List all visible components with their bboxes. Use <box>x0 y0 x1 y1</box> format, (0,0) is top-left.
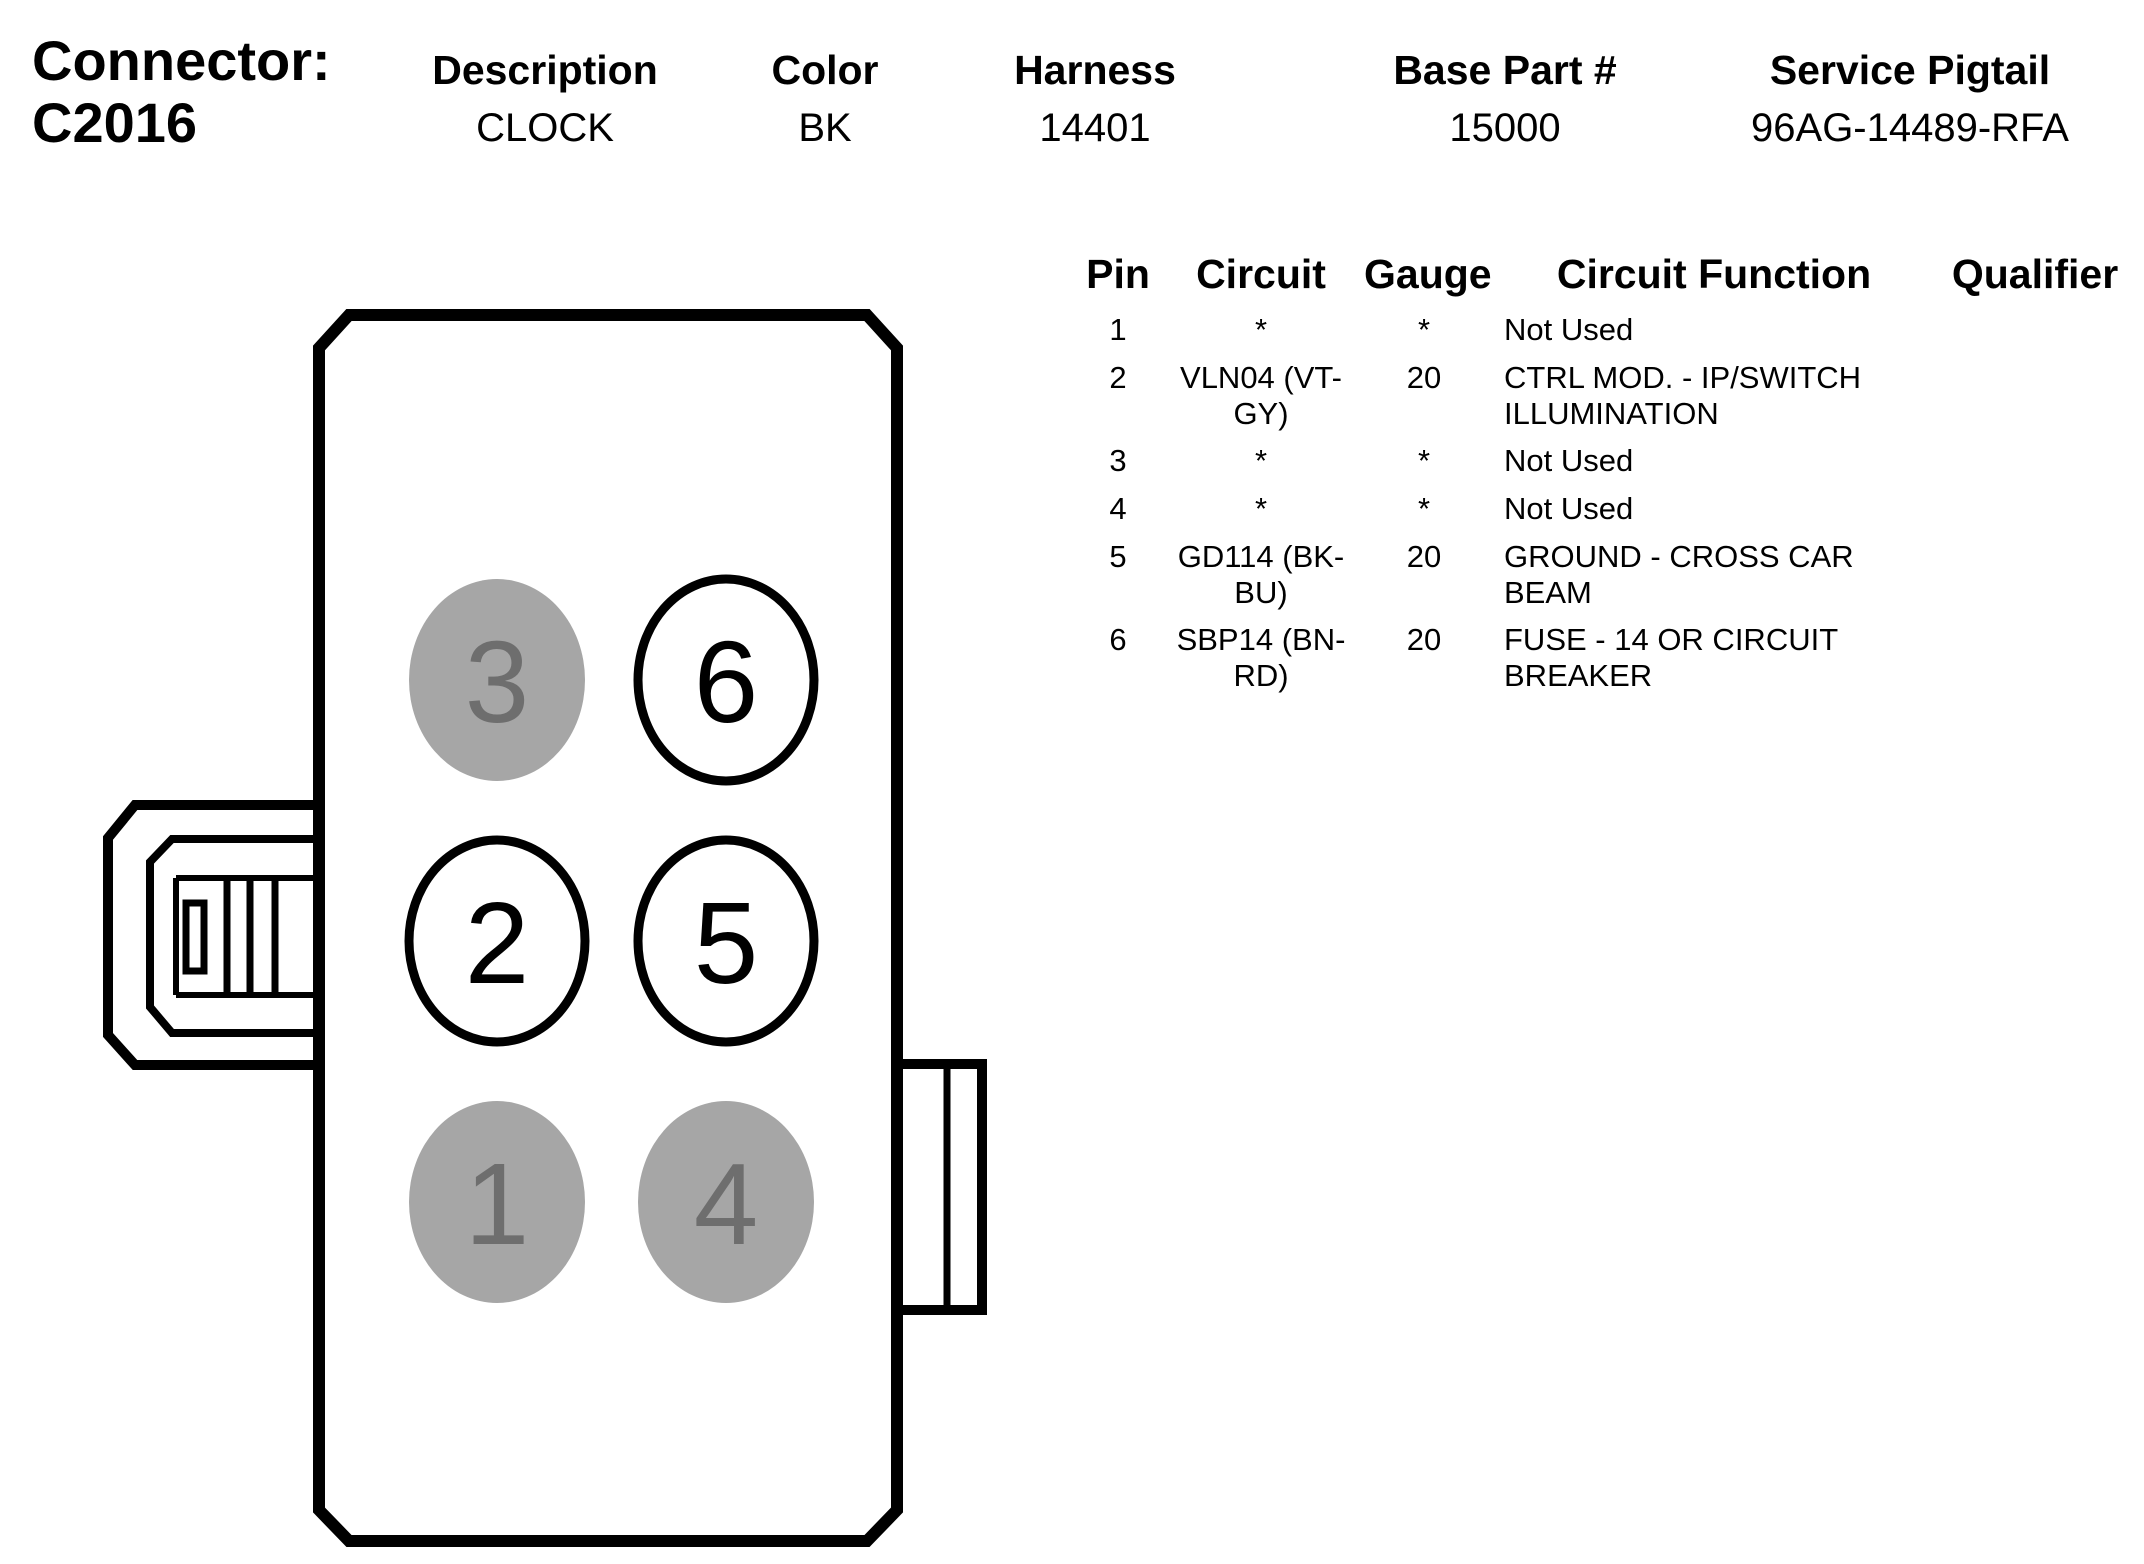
col-header-circuit-function: Circuit Function <box>1556 251 1872 297</box>
connector-housing-outline <box>313 309 903 1547</box>
row-pin: 2 <box>1109 360 1127 395</box>
cavity-pin-4: 4 <box>638 1101 814 1303</box>
row-gauge: 20 <box>1406 622 1442 657</box>
row-circuit-function: GROUND - CROSS CAR BEAM <box>1504 539 1854 610</box>
service-pigtail-label: Service Pigtail <box>1769 47 2051 93</box>
table-row: 1 * * Not Used <box>1070 312 2130 360</box>
row-circuit: * <box>1254 491 1268 526</box>
table-row: 3 * * Not Used <box>1070 443 2130 491</box>
service-pigtail-value: 96AG-14489-RFA <box>1751 106 2069 150</box>
col-header-qualifier: Qualifier <box>1951 251 2119 297</box>
col-header-circuit: Circuit <box>1196 251 1326 297</box>
cavity-pin-5: 5 <box>633 835 819 1047</box>
cavity-pin-6: 6 <box>633 574 819 786</box>
base-part-label: Base Part # <box>1393 47 1617 93</box>
row-circuit-function: CTRL MOD. - IP/SWITCH ILLUMINATION <box>1504 360 1862 431</box>
row-gauge: * <box>1417 312 1431 347</box>
harness-value: 14401 <box>1039 106 1151 150</box>
cavity-3-outline <box>409 579 585 781</box>
color-value: BK <box>798 106 852 150</box>
connector-id: C2016 <box>32 91 198 154</box>
cavity-2-outline <box>404 835 590 1047</box>
cavity-5-outline <box>633 835 819 1047</box>
row-gauge: 20 <box>1406 539 1442 574</box>
connector-face-diagram: 3 6 2 5 1 4 <box>103 309 987 1547</box>
table-row: 6 SBP14 (BN-RD) 20 FUSE - 14 OR CIRCUIT … <box>1070 622 2130 705</box>
polarization-tab <box>897 1059 987 1315</box>
color-label: Color <box>771 47 879 93</box>
row-circuit-function: Not Used <box>1504 491 1634 526</box>
row-circuit-function: FUSE - 14 OR CIRCUIT BREAKER <box>1504 622 1838 693</box>
cavity-4-outline <box>638 1101 814 1303</box>
table-row: 5 GD114 (BK-BU) 20 GROUND - CROSS CAR BE… <box>1070 539 2130 622</box>
base-part-value: 15000 <box>1449 106 1561 150</box>
row-circuit: * <box>1254 443 1268 478</box>
row-gauge: * <box>1417 491 1431 526</box>
cavity-1-number: 1 <box>465 1139 530 1269</box>
pin-table-header: Pin Circuit Gauge Circuit Function Quali… <box>1070 248 2130 312</box>
row-pin: 5 <box>1109 539 1127 574</box>
col-header-pin: Pin <box>1086 251 1150 297</box>
row-gauge: 20 <box>1406 360 1442 395</box>
locking-latch <box>103 800 319 1070</box>
cavity-pin-3: 3 <box>409 579 585 781</box>
cavity-2-number: 2 <box>465 878 530 1008</box>
header-description: Description CLOCK <box>400 44 690 154</box>
header-color: Color BK <box>740 44 910 154</box>
description-value: CLOCK <box>476 106 614 150</box>
connector-label: Connector: <box>32 29 331 92</box>
row-pin: 4 <box>1109 491 1127 526</box>
row-circuit-function: Not Used <box>1504 443 1634 478</box>
row-circuit-function: Not Used <box>1504 312 1634 347</box>
cavity-6-number: 6 <box>694 617 759 747</box>
header-harness: Harness 14401 <box>980 44 1210 154</box>
harness-label: Harness <box>1014 47 1176 93</box>
row-pin: 3 <box>1109 443 1127 478</box>
description-label: Description <box>432 47 658 93</box>
col-header-gauge: Gauge <box>1364 251 1492 297</box>
row-gauge: * <box>1417 443 1431 478</box>
row-circuit: GD114 (BK-BU) <box>1177 539 1345 610</box>
row-circuit: SBP14 (BN-RD) <box>1176 622 1346 693</box>
row-circuit: VLN04 (VT-GY) <box>1180 360 1342 431</box>
cavity-1-outline <box>409 1101 585 1303</box>
cavity-pin-2: 2 <box>404 835 590 1047</box>
row-pin: 1 <box>1109 312 1127 347</box>
cavity-5-number: 5 <box>694 878 759 1008</box>
table-row: 2 VLN04 (VT-GY) 20 CTRL MOD. - IP/SWITCH… <box>1070 360 2130 443</box>
connector-title: Connector: C2016 <box>32 30 352 154</box>
cavity-6-outline <box>633 574 819 786</box>
row-pin: 6 <box>1109 622 1127 657</box>
row-circuit: * <box>1254 312 1268 347</box>
cavity-4-number: 4 <box>694 1139 759 1269</box>
pin-table: Pin Circuit Gauge Circuit Function Quali… <box>1070 248 2130 705</box>
cavity-pin-1: 1 <box>409 1101 585 1303</box>
header-base-part: Base Part # 15000 <box>1360 44 1650 154</box>
header-service-pigtail: Service Pigtail 96AG-14489-RFA <box>1720 44 2100 154</box>
table-row: 4 * * Not Used <box>1070 491 2130 539</box>
cavity-3-number: 3 <box>465 617 530 747</box>
